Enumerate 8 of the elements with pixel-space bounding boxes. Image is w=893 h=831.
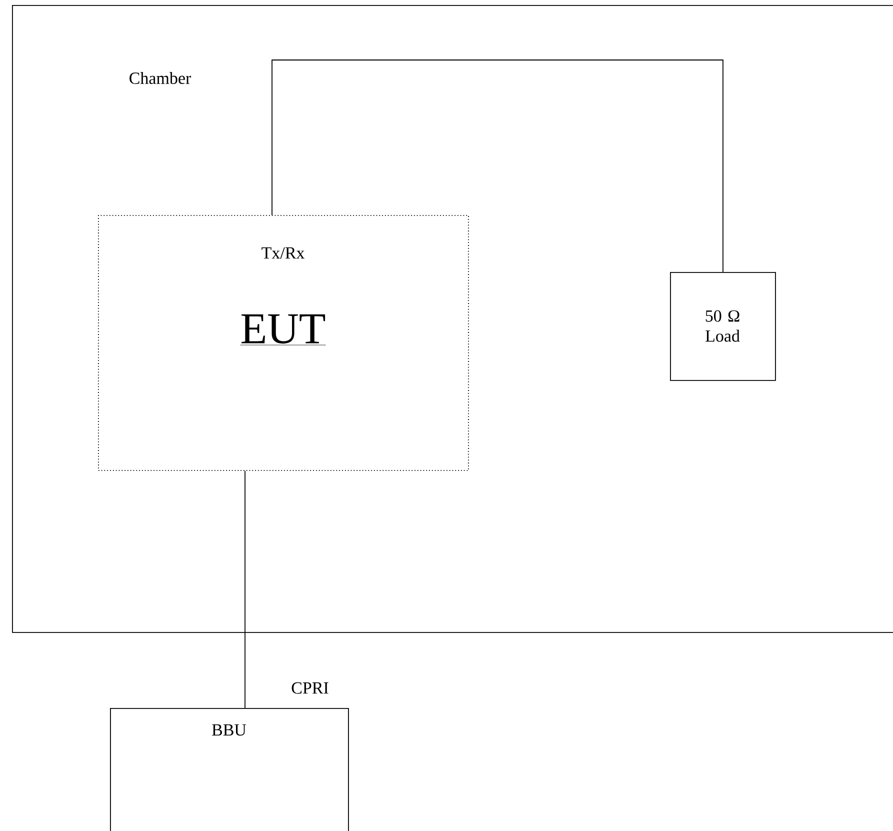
box-label: Chamber: [130, 72, 192, 84]
connector-line: [272, 60, 724, 272]
connector-line: [244, 470, 246, 708]
eut-label: EUT: [240, 314, 326, 346]
box-label: Tx/Rx: [262, 247, 305, 259]
box-label: 50 Ω Load: [706, 310, 740, 342]
box-label: BBU: [212, 724, 246, 736]
edge-label: CPRI: [290, 681, 330, 695]
